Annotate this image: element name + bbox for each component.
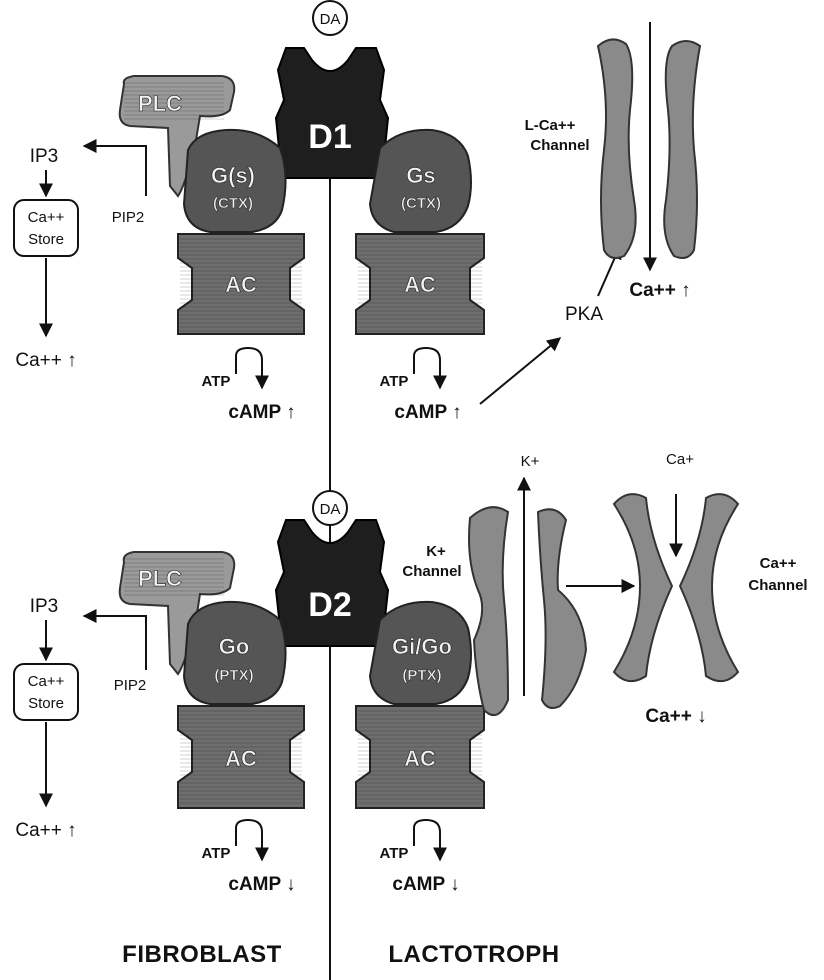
d2-receptor-label: D2	[308, 586, 351, 624]
d2-receptor	[276, 520, 388, 646]
d1-lca-channel-word: Channel	[530, 137, 589, 154]
d1-receptor	[276, 48, 388, 178]
d2-ac-left-label: AC	[225, 746, 257, 771]
d1-pka-label: PKA	[565, 304, 603, 325]
d1-store-ca-result: Ca++ ↑	[15, 350, 76, 371]
d1-atp-right: ATP	[380, 373, 409, 390]
d2-dopamine-label: DA	[320, 501, 341, 518]
d2-pip2-label: PIP2	[114, 677, 147, 694]
d1-ip3-label: IP3	[30, 146, 59, 167]
d1-gs-right-label: Gs	[406, 163, 435, 188]
d1-receptor-label: D1	[308, 118, 351, 156]
d1-gs-left-toxin: (CTX)	[213, 195, 253, 212]
d2-ac-right-label: AC	[404, 746, 436, 771]
d1-ac-left-label: AC	[225, 272, 257, 297]
d2-ca-channel-left-half	[614, 494, 672, 681]
d1-channel-ca-result: Ca++ ↑	[629, 280, 690, 301]
d1-gs-left-label: G(s)	[211, 163, 255, 188]
d2-ip3-label: IP3	[30, 596, 59, 617]
d1-ac-right-label: AC	[404, 272, 436, 297]
d2-go-left-toxin: (PTX)	[214, 667, 253, 684]
fibroblast-label: FIBROBLAST	[122, 941, 282, 968]
d2-plc-label: PLC	[138, 566, 182, 591]
d1-lca-channel-left-half	[598, 39, 636, 258]
d2-k-channel-right-half	[538, 509, 586, 708]
d1-plc-label: PLC	[138, 91, 182, 116]
d2-k-channel-name: K+	[426, 543, 446, 560]
d2-camp-left: cAMP ↓	[228, 874, 295, 895]
d2-camp-right: cAMP ↓	[392, 874, 459, 895]
d1-lca-channel-name: L-Ca++	[525, 117, 576, 134]
d2-store-ca-result: Ca++ ↑	[15, 820, 76, 841]
d2-ca-store-line2: Store	[28, 695, 64, 712]
d2-gigo-right-toxin: (PTX)	[402, 667, 441, 684]
d1-camp-right: cAMP ↑	[394, 402, 461, 423]
d2-gigo-right-label: Gi/Go	[392, 634, 452, 659]
d1-dopamine-label: DA	[320, 11, 341, 28]
d1-section: DA D1 PLC G(s) (CTX) Gs (CTX) AC AC ATP …	[14, 1, 700, 423]
d1-lca-channel-right-half	[664, 41, 700, 258]
d2-section: DA D2 PLC Go (PTX) Gi/Go (PTX) AC AC ATP…	[14, 451, 808, 895]
d2-ca-ion-label: Ca+	[666, 451, 694, 468]
d1-camp-left: cAMP ↑	[228, 402, 295, 423]
d1-gs-right-toxin: (CTX)	[401, 195, 441, 212]
d2-ca-channel-word: Channel	[748, 577, 807, 594]
d2-k-channel-word: Channel	[402, 563, 461, 580]
d1-ca-store-line2: Store	[28, 231, 64, 248]
d1-pip2-label: PIP2	[112, 209, 145, 226]
lactotroph-label: LACTOTROPH	[388, 941, 559, 968]
d1-ca-store-line1: Ca++	[28, 209, 65, 226]
d2-ca-channel-name: Ca++	[760, 555, 797, 572]
d2-atp-right: ATP	[380, 845, 409, 862]
d2-ca-store-line1: Ca++	[28, 673, 65, 690]
d1-atp-left: ATP	[202, 373, 231, 390]
d2-k-channel-left-half	[469, 507, 508, 715]
d2-atp-left: ATP	[202, 845, 231, 862]
d2-k-ion-label: K+	[521, 453, 540, 470]
d2-channel-ca-result: Ca++ ↓	[645, 706, 706, 727]
d2-go-left-label: Go	[219, 634, 250, 659]
d2-ca-channel-right-half	[680, 494, 738, 681]
